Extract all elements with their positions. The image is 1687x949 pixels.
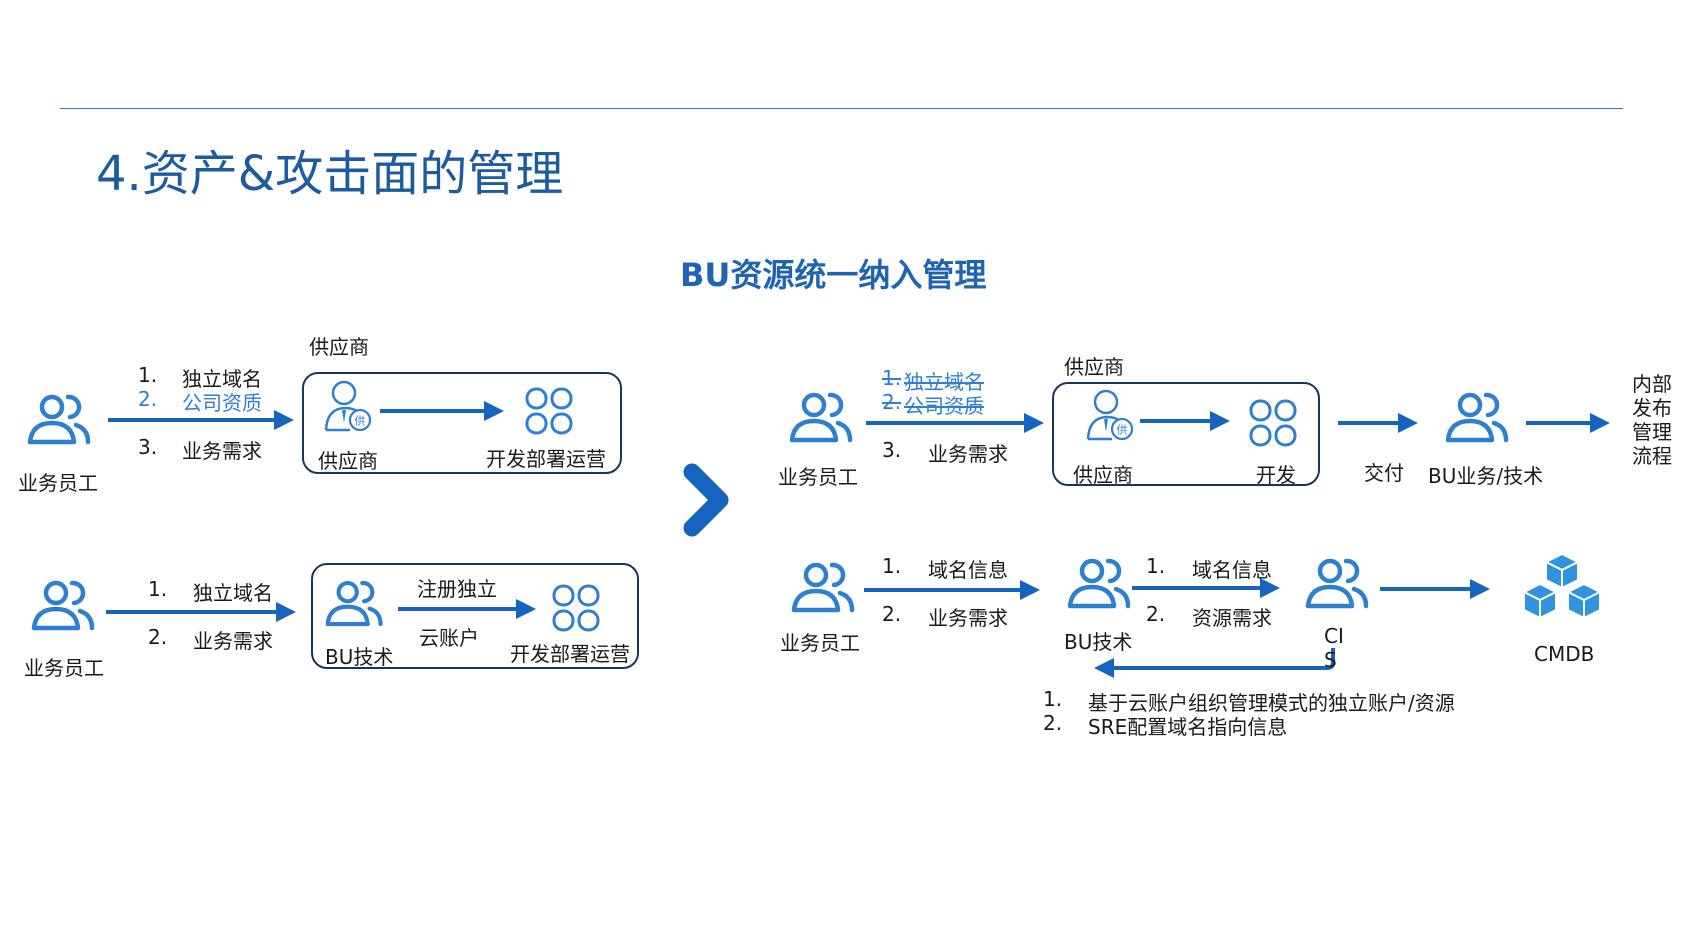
- users-icon: [1305, 558, 1369, 609]
- item-text: 业务需求: [928, 442, 1008, 466]
- item-num: 2.: [882, 390, 902, 414]
- item-num: 2.: [138, 387, 158, 411]
- cis-label-line1: CI: [1324, 624, 1344, 648]
- deliver-label: 交付: [1364, 461, 1404, 485]
- users-icon: [27, 394, 91, 445]
- page-title: 4.资产&攻击面的管理: [96, 146, 564, 202]
- users-icon: [1445, 392, 1509, 443]
- bu-tech-label: BU技术: [1064, 630, 1133, 654]
- process-label: 内部 发布 管理 流程: [1632, 372, 1672, 468]
- item-text: 域名信息: [1192, 558, 1272, 582]
- item-num: 1.: [138, 363, 158, 387]
- note-num: 2.: [1043, 711, 1063, 735]
- item-text: 独立域名: [182, 367, 262, 391]
- item-num: 2.: [148, 625, 168, 649]
- item-text: 独立域名: [904, 370, 984, 394]
- process-line: 流程: [1632, 444, 1672, 468]
- item-text: 域名信息: [928, 558, 1008, 582]
- supplier-badge-text: 供: [355, 414, 366, 428]
- item-num: 1.: [882, 366, 902, 390]
- supplier-person-icon: 供: [324, 380, 372, 432]
- note-text: SRE配置域名指向信息: [1088, 715, 1288, 739]
- arrow-rb-cis-back-to-bu: [1094, 648, 1335, 678]
- item-num: 3.: [882, 438, 902, 462]
- item-num: 3.: [138, 435, 158, 459]
- item-num: 2.: [882, 602, 902, 626]
- actor-label: 业务员工: [780, 631, 860, 655]
- arrow-label-bottom: 云账户: [419, 626, 479, 650]
- item-num: 2.: [1146, 602, 1166, 626]
- users-icon: [791, 562, 855, 613]
- users-icon: [31, 580, 95, 631]
- apps-icon: [1249, 399, 1297, 447]
- process-line: 管理: [1632, 420, 1672, 444]
- process-line: 发布: [1632, 396, 1672, 420]
- supplier-badge-text: 供: [1117, 423, 1128, 437]
- actor-label: 业务员工: [24, 656, 104, 680]
- note-num: 1.: [1043, 687, 1063, 711]
- item-num: 1.: [148, 577, 168, 601]
- bu-tech-label: BU技术: [325, 645, 394, 669]
- header-divider: [60, 108, 1623, 109]
- cis-label-line2: S: [1324, 648, 1337, 672]
- diagram-title: BU资源统一纳入管理: [680, 256, 987, 294]
- item-num: 1.: [1146, 554, 1166, 578]
- note-text: 基于云账户组织管理模式的独立账户/资源: [1088, 691, 1455, 715]
- apps-icon: [552, 584, 600, 632]
- supplier-heading: 供应商: [1064, 355, 1124, 379]
- process-line: 内部: [1632, 372, 1672, 396]
- arrow-label-top: 注册独立: [417, 577, 497, 601]
- actor-label: 业务员工: [18, 471, 98, 495]
- item-text: 业务需求: [928, 606, 1008, 630]
- users-icon: [789, 392, 853, 443]
- supplier-person-icon: 供: [1086, 389, 1134, 441]
- item-text: 业务需求: [182, 439, 262, 463]
- dev-ops-label: 开发部署运营: [510, 642, 630, 666]
- transition-chevron: [683, 463, 729, 537]
- supplier-heading: 供应商: [309, 335, 369, 359]
- supplier-label: 供应商: [318, 449, 378, 473]
- item-text: 公司资质: [182, 391, 262, 415]
- item-text: 独立域名: [193, 581, 273, 605]
- item-text: 资源需求: [1192, 606, 1272, 630]
- item-num: 1.: [882, 554, 902, 578]
- apps-icon: [525, 387, 573, 435]
- dev-label: 开发: [1256, 463, 1296, 487]
- cubes-icon: [1523, 553, 1601, 619]
- supplier-label: 供应商: [1073, 463, 1133, 487]
- actor-label: 业务员工: [778, 465, 858, 489]
- cmdb-label: CMDB: [1534, 642, 1595, 666]
- item-text: 业务需求: [193, 629, 273, 653]
- item-text: 公司资质: [904, 394, 984, 418]
- bu-business-tech-label: BU业务/技术: [1428, 464, 1544, 488]
- users-icon: [1067, 558, 1131, 609]
- users-icon: [325, 580, 383, 627]
- dev-ops-label: 开发部署运营: [486, 447, 606, 471]
